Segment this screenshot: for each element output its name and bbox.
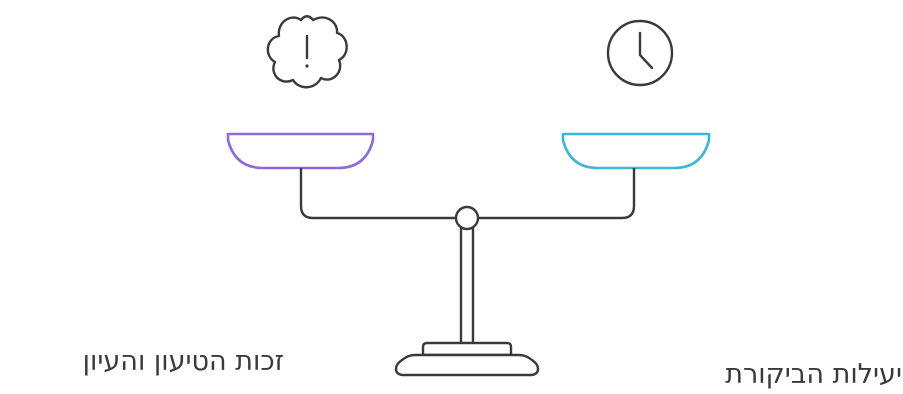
left-side-label: זכות הטיעון והעיון	[8, 348, 284, 375]
left-pan	[228, 134, 373, 168]
clock-icon	[608, 21, 672, 85]
scale-base	[396, 343, 538, 375]
right-pan	[563, 134, 709, 168]
scale-stand	[461, 228, 473, 343]
right-side-label: יעילות הביקורת	[662, 361, 902, 388]
alert-cloud-icon	[268, 16, 347, 87]
pivot-joint	[456, 207, 478, 229]
